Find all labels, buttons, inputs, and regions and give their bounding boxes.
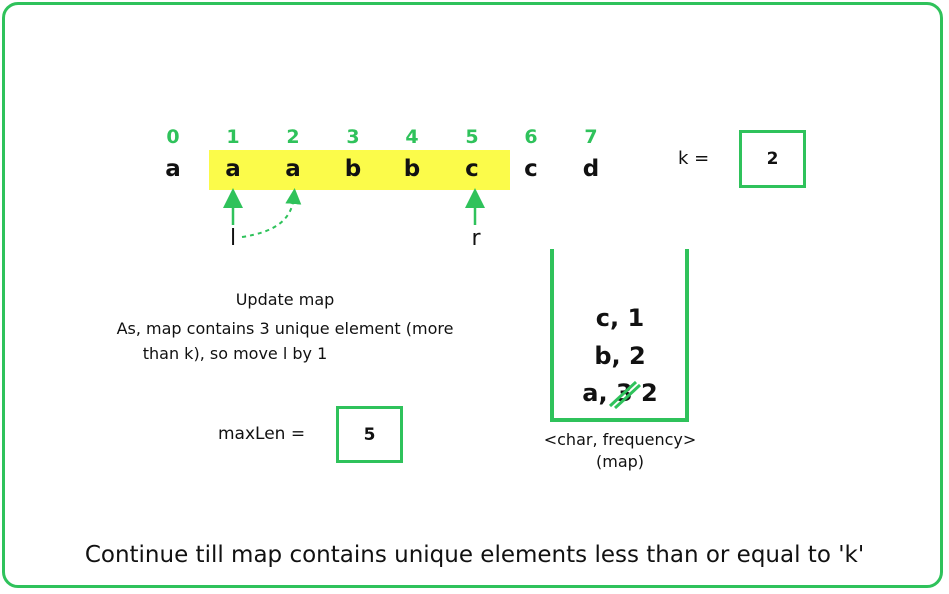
right-pointer-label: r [471, 226, 481, 251]
index-label: 5 [465, 126, 479, 148]
index-label: 1 [226, 126, 240, 148]
map-caption: (map) [595, 452, 645, 471]
index-label: 2 [286, 126, 300, 148]
array-char: a [165, 156, 181, 182]
map-entry-key: a, [582, 379, 608, 407]
index-label: 0 [166, 126, 180, 148]
note-title: Update map [235, 290, 335, 309]
note-line: As, map contains 3 unique element (more [116, 319, 454, 338]
map-entry: a, 3 2 [556, 379, 684, 409]
footer-caption: Continue till map contains unique elemen… [84, 542, 865, 568]
array-char: c [524, 156, 538, 182]
map-container [550, 249, 689, 422]
k-label: k = [678, 148, 710, 169]
map-entry: c, 1 [595, 304, 645, 332]
index-label: 4 [405, 126, 419, 148]
diagram-frame [2, 2, 943, 588]
move-left-pointer-arrow [241, 188, 302, 238]
array-char: a [285, 156, 301, 182]
maxlen-value-box: 5 [336, 406, 403, 463]
array-char: d [582, 156, 600, 182]
maxlen-label: maxLen = [218, 424, 306, 444]
note-line: than k), so move l by 1 [142, 344, 328, 363]
index-label: 6 [524, 126, 538, 148]
map-caption: <char, frequency> [543, 430, 697, 449]
index-label: 7 [584, 126, 598, 148]
map-entry: b, 2 [594, 342, 646, 370]
map-entry-old-count: 3 [608, 379, 641, 409]
array-char: b [344, 156, 362, 182]
window-highlight [209, 150, 510, 190]
array-char: c [465, 156, 479, 182]
left-pointer-label: l [229, 226, 237, 251]
map-entry-new-count: 2 [641, 379, 658, 407]
array-char: b [403, 156, 421, 182]
strikethrough-mark [608, 380, 641, 409]
index-label: 3 [346, 126, 360, 148]
k-value-box: 2 [739, 130, 806, 188]
array-char: a [225, 156, 241, 182]
